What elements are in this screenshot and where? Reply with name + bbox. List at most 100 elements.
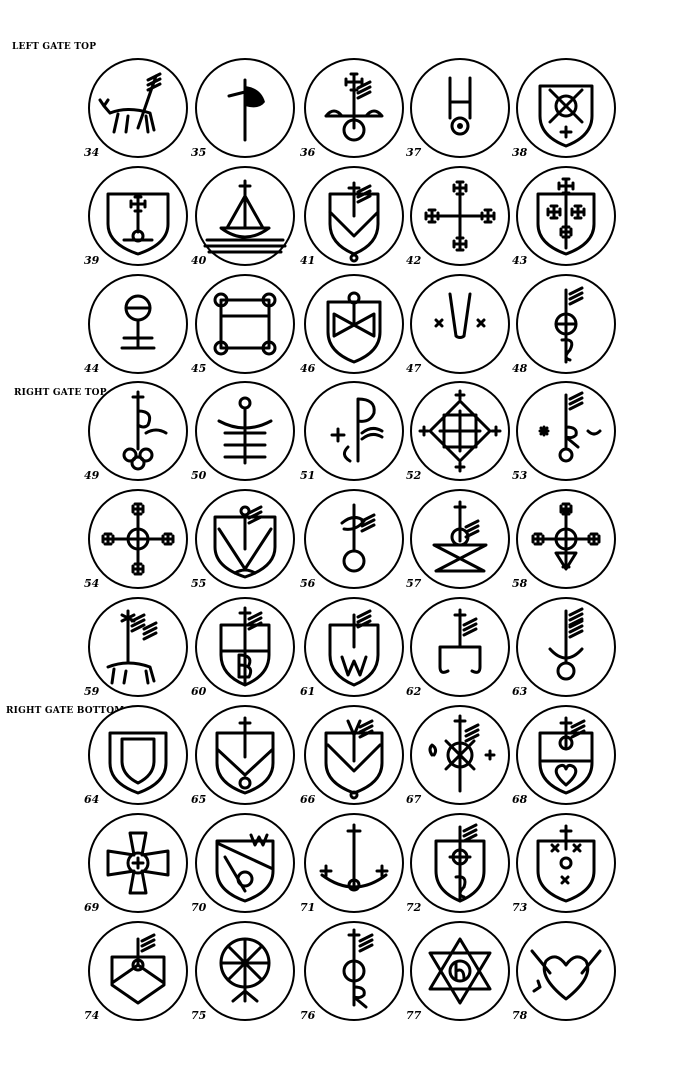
star-of-david-h-icon [410,921,510,1021]
mark-number: 38 [512,146,528,159]
mark-73 [516,813,616,913]
mark-36 [304,58,404,158]
mark-52 [410,381,510,481]
mark-number: 36 [300,146,316,159]
staff-p-trefoil-icon [88,381,188,481]
mark-circle [88,705,188,805]
mark-number: 45 [191,362,207,375]
mark-67 [410,705,510,805]
mark-number: 53 [512,469,528,482]
wheel-cross-icon [410,705,510,805]
mark-number: 58 [512,577,528,590]
mark-number: 64 [84,793,100,806]
animal-flag-star-icon [88,597,188,697]
mark-61 [304,597,404,697]
mark-number: 43 [512,254,528,267]
mark-55 [195,489,295,589]
mark-number: 69 [84,901,100,914]
mark-49 [88,381,188,481]
mark-circle [88,597,188,697]
mark-number: 46 [300,362,316,375]
shield-w-flag-icon [304,705,404,805]
mark-number: 35 [191,146,207,159]
mark-number: 37 [406,146,422,159]
mark-circle [195,274,295,374]
mark-number: 73 [512,901,528,914]
mark-number: 78 [512,1009,528,1022]
mark-35 [195,58,295,158]
shield-x-marks-icon [516,813,616,913]
staff-r-star-moon-icon [516,381,616,481]
mark-63 [516,597,616,697]
mark-number: 50 [191,469,207,482]
shield-chevron-flag-icon [304,166,404,266]
mark-number: 70 [191,901,207,914]
mark-number: 76 [300,1009,316,1022]
mark-number: 41 [300,254,316,267]
mark-number: 52 [406,469,422,482]
mark-59 [88,597,188,697]
shield-w-circle-icon [195,813,295,913]
staff-s-orb-icon [304,489,404,589]
mark-number: 56 [300,577,316,590]
mark-76 [304,921,404,1021]
mark-circle [195,813,295,913]
axe-icon [195,58,295,158]
mark-69 [88,813,188,913]
anchor-bars-icon [195,381,295,481]
mark-40 [195,166,295,266]
mark-number: 67 [406,793,422,806]
staff-orb-h-icon [516,274,616,374]
horseshoe-x-icon [410,274,510,374]
staff-table-hooks-icon [410,597,510,697]
double-shield-icon [88,705,188,805]
mark-number: 65 [191,793,207,806]
mark-number: 66 [300,793,316,806]
mark-78 [516,921,616,1021]
mark-77 [410,921,510,1021]
mark-47 [410,274,510,374]
mark-75 [195,921,295,1021]
mark-number: 72 [406,901,422,914]
wheel-spokes-icon [195,921,295,1021]
mark-62 [410,597,510,697]
mark-number: 61 [300,685,316,698]
mark-number: 77 [406,1009,422,1022]
cross-circle-triangle-icon [516,489,616,589]
heading-right-gate-bottom: RIGHT GATE BOTTOM [6,706,125,716]
shield-chevron-circle-icon [195,705,295,805]
mark-34 [88,58,188,158]
mark-number: 48 [512,362,528,375]
cross-arc-crosses-icon [304,813,404,913]
mark-48 [516,274,616,374]
mark-number: 63 [512,685,528,698]
pentagon-flag-icon [88,921,188,1021]
mark-number: 62 [406,685,422,698]
mark-circle [516,705,616,805]
shield-heart-orb-icon [516,705,616,805]
mark-71 [304,813,404,913]
mark-44 [88,274,188,374]
ship-icon [195,166,295,266]
mark-number: 57 [406,577,422,590]
mark-number: 47 [406,362,422,375]
mark-58 [516,489,616,589]
hourglass-orb-icon [410,489,510,589]
mark-number: 51 [300,469,316,482]
cross-pattee-icon [88,813,188,913]
mark-number: 74 [84,1009,100,1022]
mark-number: 60 [191,685,207,698]
mark-number: 75 [191,1009,207,1022]
mark-38 [516,58,616,158]
mark-circle [410,58,510,158]
mark-number: 39 [84,254,100,267]
mark-68 [516,705,616,805]
mark-number: 71 [300,901,316,914]
mark-66 [304,705,404,805]
mark-circle [516,921,616,1021]
mark-41 [304,166,404,266]
mark-70 [195,813,295,913]
shield-orb-h-icon [410,813,510,913]
mark-circle [516,813,616,913]
mark-42 [410,166,510,266]
